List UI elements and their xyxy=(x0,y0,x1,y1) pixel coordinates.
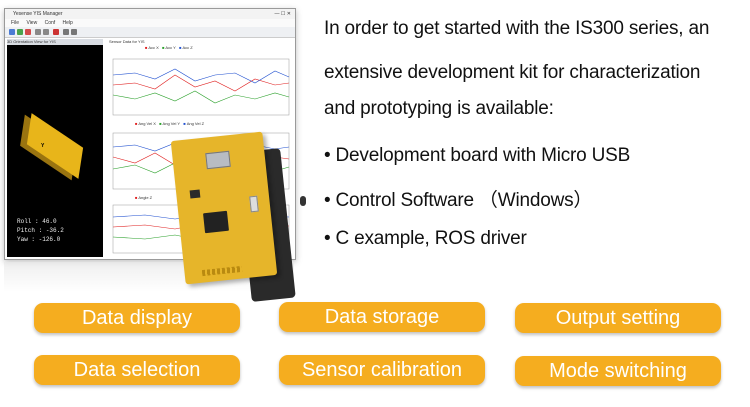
window-title: Yesense YIS Manager xyxy=(13,11,63,17)
description-line-2: extensive development kit for characteri… xyxy=(324,62,701,83)
feature-data-selection: Data selection xyxy=(34,355,240,385)
description-line-1: In order to get started with the IS300 s… xyxy=(324,18,710,39)
series-acc-x xyxy=(112,74,290,92)
attitude-readouts: Roll : 46.0 Pitch : -36.2 Yaw : -126.0 xyxy=(17,217,64,244)
orientation-3d-panel: 3D Orientation View for YIS X Y Roll : 4… xyxy=(7,39,103,257)
bullet-development-board: • Development board with Micro USB xyxy=(324,145,631,166)
series-acc-y xyxy=(112,90,290,104)
feature-data-storage: Data storage xyxy=(279,302,485,332)
plot-accel xyxy=(112,58,290,116)
feature-data-display: Data display xyxy=(34,303,240,333)
board-chip-icon xyxy=(203,210,229,234)
board-switch-icon xyxy=(249,195,259,213)
toolbar-rec-icon xyxy=(53,29,59,35)
micro-usb-connector-icon xyxy=(205,150,231,170)
menu-view: View xyxy=(26,20,38,26)
axis-label-x: X xyxy=(51,119,55,125)
toolbar-tool-icon xyxy=(63,29,69,35)
board-component-icon xyxy=(189,189,201,199)
toolbar-stop-icon xyxy=(25,29,31,35)
bullet-control-software: • Control Software （Windows） xyxy=(324,190,593,211)
menu-help: Help xyxy=(62,20,73,26)
axis-label-y: Y xyxy=(41,143,45,149)
plot-accel-frame xyxy=(112,58,290,116)
window-controls-icon: — ☐ ✕ xyxy=(274,11,291,17)
toolbar-record-icon xyxy=(43,29,49,35)
panel-3d-title: 3D Orientation View for YIS xyxy=(7,39,103,45)
toolbar-settings-icon xyxy=(35,29,41,35)
feature-sensor-calibration: Sensor calibration xyxy=(279,355,485,385)
series-acc-z xyxy=(112,68,290,84)
feature-output-setting: Output setting xyxy=(515,303,721,333)
toolbar-open-icon xyxy=(9,29,15,35)
toolbar xyxy=(5,27,295,38)
bullet-c-example: • C example, ROS driver xyxy=(324,228,527,249)
readout-roll: Roll : 46.0 xyxy=(17,218,57,225)
menu-file: File xyxy=(11,20,20,26)
description-line-3: and prototyping is available: xyxy=(324,98,554,119)
legend-accel: ■ Acc X ■ Acc Y ■ Acc Z xyxy=(145,45,193,50)
bullet-separator-icon xyxy=(300,196,306,206)
sensor-3d-model xyxy=(26,113,84,179)
feature-mode-switching: Mode switching xyxy=(515,356,721,386)
menu-conf: Conf xyxy=(44,20,56,26)
readout-yaw: Yaw : -126.0 xyxy=(17,236,61,243)
menu-bar: File View Conf Help xyxy=(5,19,295,27)
toolbar-connect-icon xyxy=(17,29,23,35)
legend-angle: ■ Angle Z xyxy=(135,195,153,200)
toolbar-tool2-icon xyxy=(71,29,77,35)
legend-gyro: ■ Ang Vel X ■ Ang Vel Y ■ Ang Vel Z xyxy=(135,121,205,126)
readout-pitch: Pitch : -36.2 xyxy=(17,227,64,234)
plots-title: Sensor Data for YIS xyxy=(109,39,145,44)
